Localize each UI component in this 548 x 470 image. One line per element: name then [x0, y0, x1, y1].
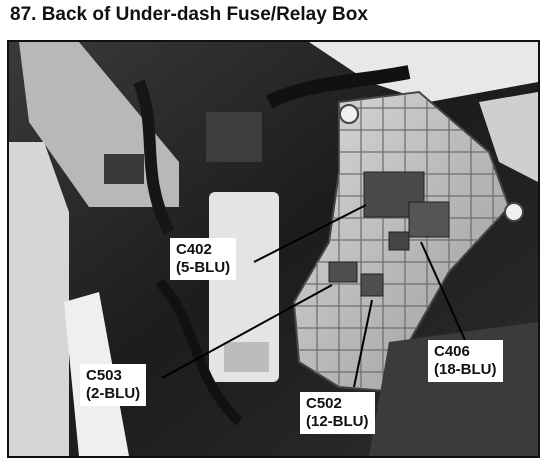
callout-c503: C503 (2-BLU)	[80, 364, 147, 406]
callout-c402-spec: (5-BLU)	[176, 259, 231, 276]
callout-c406: C406 (18-BLU)	[428, 340, 503, 382]
callout-c502-connector: C502	[306, 395, 342, 412]
callout-c503-connector: C503	[86, 367, 122, 384]
callout-c402-connector: C402	[176, 241, 212, 258]
callout-c406-connector: C406	[434, 343, 470, 360]
figure-title: 87. Back of Under-dash Fuse/Relay Box	[10, 4, 368, 25]
callout-c406-spec: (18-BLU)	[434, 361, 497, 378]
callout-c502-spec: (12-BLU)	[306, 413, 369, 430]
callout-c502: C502 (12-BLU)	[300, 392, 375, 434]
callout-c503-spec: (2-BLU)	[86, 385, 141, 402]
callout-c402: C402 (5-BLU)	[170, 238, 237, 280]
